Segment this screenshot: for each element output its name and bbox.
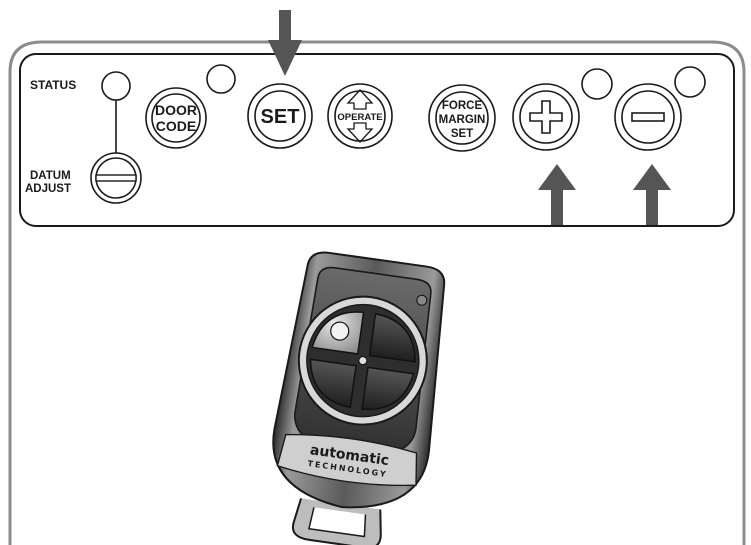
set-label: SET xyxy=(261,106,300,128)
plus-icon xyxy=(529,100,563,134)
force-line2: MARGIN xyxy=(439,114,486,126)
housing-outline xyxy=(8,40,746,545)
remote-button-3[interactable] xyxy=(305,358,357,409)
door-code-led xyxy=(206,64,236,94)
operate-label: OPERATE xyxy=(337,112,382,123)
door-code-line1: DOOR xyxy=(155,102,197,118)
remote-control: automatic TECHNOLOGY xyxy=(272,251,446,545)
arrow-up-minus xyxy=(633,164,671,225)
minus-button[interactable] xyxy=(614,83,682,151)
set-button[interactable]: SET xyxy=(247,83,313,149)
minus-led xyxy=(674,66,706,98)
remote-button-4[interactable] xyxy=(361,366,415,415)
datum-adjust-knob[interactable] xyxy=(90,152,142,204)
remote-center-dot xyxy=(358,356,368,366)
datum-label-line1: DATUM xyxy=(30,170,71,182)
plus-led xyxy=(581,68,613,100)
operate-button[interactable]: OPERATE xyxy=(327,83,393,149)
force-line1: FORCE xyxy=(442,100,483,112)
minus-icon xyxy=(631,112,665,122)
status-label: STATUS xyxy=(30,78,76,92)
door-code-line2: CODE xyxy=(156,118,196,134)
remote-led-icon xyxy=(330,321,350,341)
arrow-down-set xyxy=(268,10,302,76)
door-code-button[interactable]: DOOR CODE xyxy=(145,87,207,149)
datum-label-line2: ADJUST xyxy=(25,183,71,195)
remote-screw-icon xyxy=(416,294,428,306)
operate-down-arrow-icon xyxy=(346,122,374,143)
force-margin-set-button[interactable]: FORCE MARGIN SET xyxy=(428,84,496,152)
status-led xyxy=(101,71,131,101)
arrow-up-plus xyxy=(538,164,576,225)
force-line3: SET xyxy=(451,128,473,140)
plus-button[interactable] xyxy=(512,83,580,151)
remote-brand-plate xyxy=(276,433,418,487)
remote-button-2[interactable] xyxy=(368,313,421,363)
operate-up-arrow-icon xyxy=(346,89,374,110)
